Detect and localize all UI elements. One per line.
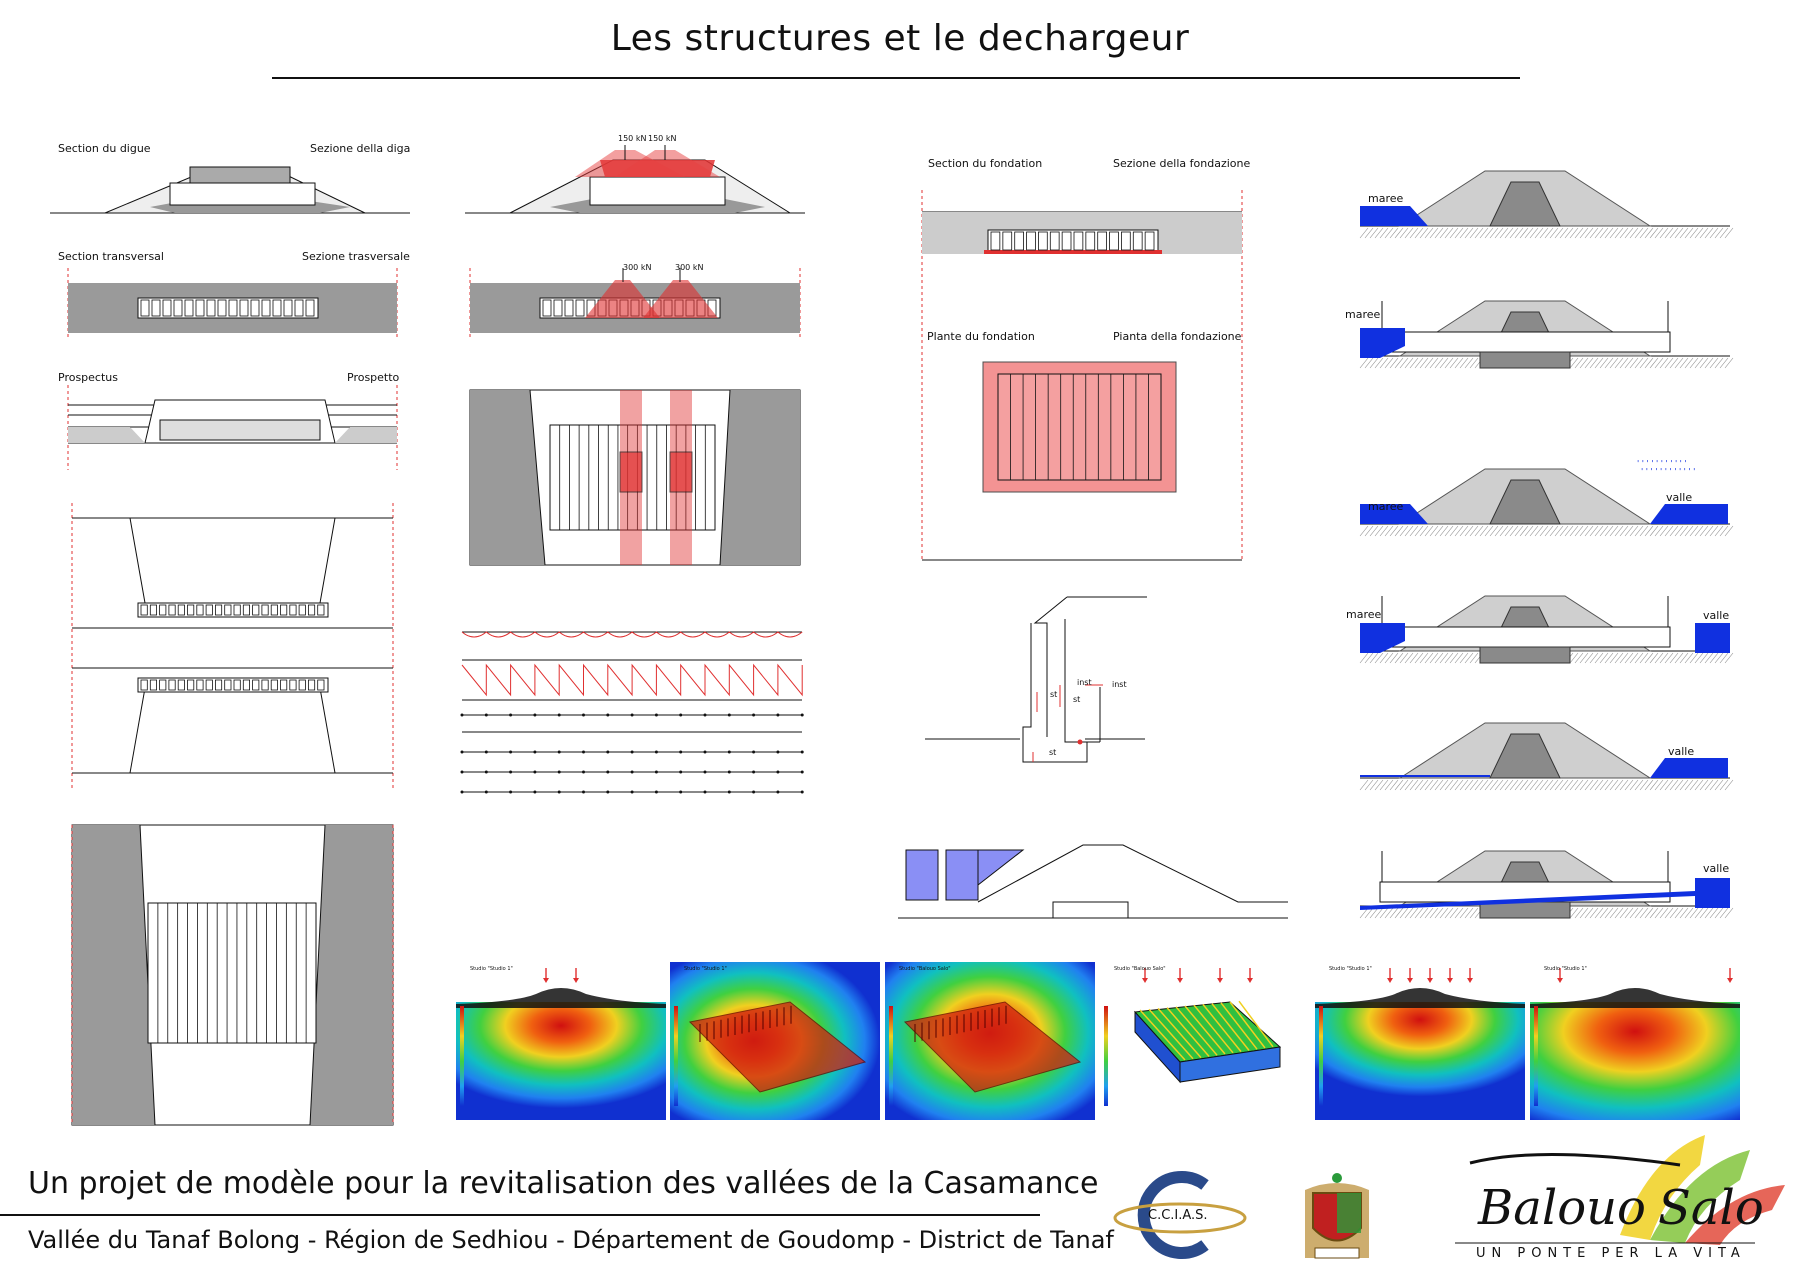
label-st-1: st — [1050, 690, 1058, 699]
cell-row — [140, 299, 315, 317]
label-prospectus-it: Prospetto — [347, 371, 400, 384]
wall-section-drawing — [925, 596, 1147, 763]
label-load-300b: 300 kN — [675, 263, 704, 272]
brand-name-left: Balouo — [1478, 1180, 1646, 1236]
ccias-text: C.C.I.A.S. — [1148, 1208, 1208, 1223]
label-st-3: st — [1049, 748, 1057, 757]
dam-scenario-6 — [1359, 850, 1734, 919]
fem-label-4: Studio "Balouo Salo" — [1114, 966, 1166, 972]
transversal-section-drawing — [67, 268, 398, 338]
dam-scenario-3 — [1359, 468, 1734, 537]
svg-text:' ' ' ' ' ' ' ' ' ' ': ' ' ' ' ' ' ' ' ' ' ' — [1637, 459, 1687, 468]
brand-tagline: UN PONTE PER LA VITA — [1476, 1246, 1746, 1261]
page-title: Les structures et le dechargeur — [610, 18, 1190, 59]
label-valle-3: valle — [1668, 745, 1695, 758]
fem-result-4 — [1100, 962, 1310, 1120]
cell-row — [990, 231, 1155, 251]
footer-location: Vallée du Tanaf Bolong - Région de Sedhi… — [28, 1226, 1114, 1254]
label-plante-fondation-fr: Plante du fondation — [927, 330, 1035, 343]
label-valle-2: valle — [1703, 609, 1730, 622]
label-valle-1: valle — [1666, 491, 1693, 504]
fem-result-6 — [1530, 962, 1740, 1120]
fem-label-6: Studio "Studio 1" — [1544, 966, 1587, 972]
rib-lines — [147, 903, 317, 1043]
label-maree-4: maree — [1346, 608, 1382, 621]
svg-text:' ' ' ' ' ' ' ' ' ' ' ': ' ' ' ' ' ' ' ' ' ' ' ' — [1641, 467, 1695, 476]
fem-label-5: Studio "Studio 1" — [1329, 966, 1372, 972]
plan-drawing-lower — [71, 824, 394, 1126]
plan-load-drawing — [469, 389, 801, 566]
fem-label-1: Studio "Studio 1" — [470, 966, 513, 972]
label-maree-3: maree — [1368, 500, 1404, 513]
label-section-digue-it: Sezione della diga — [310, 142, 411, 155]
label-section-fondation-fr: Section du fondation — [928, 157, 1043, 170]
dam-scenario-5 — [1359, 722, 1734, 791]
balouo-salo-logo — [1455, 1135, 1785, 1245]
dam-section-drawing — [50, 166, 410, 214]
transversal-load-drawing — [469, 268, 801, 338]
label-inst-2: inst — [1112, 680, 1127, 689]
dam-scenario-4 — [1359, 595, 1734, 664]
dam-load-section-drawing — [465, 145, 805, 214]
coat-of-arms-logo — [1305, 1173, 1369, 1259]
label-section-transversal-fr: Section transversal — [58, 250, 164, 263]
footer-project-title: Un projet de modèle pour la revitalisati… — [28, 1166, 1099, 1201]
cell-row — [140, 604, 325, 691]
rib-lines — [997, 374, 1162, 480]
support-markers — [460, 713, 804, 794]
label-section-transversal-it: Sezione trasversale — [302, 250, 410, 263]
dam-scenario-2 — [1359, 300, 1734, 369]
fem-result-2 — [670, 962, 880, 1120]
brand-name-right: Salo — [1658, 1180, 1764, 1236]
label-section-fondation-it: Sezione della fondazione — [1113, 157, 1251, 170]
fem-result-5 — [1315, 962, 1525, 1120]
label-load-150b: 150 kN — [648, 134, 677, 143]
label-load-300a: 300 kN — [623, 263, 652, 272]
label-inst-1: inst — [1077, 678, 1092, 687]
label-pianta-fondazione-it: Pianta della fondazione — [1113, 330, 1242, 343]
label-section-digue-fr: Section du digue — [58, 142, 151, 155]
fem-label-3: Studio "Balouo Salo" — [899, 966, 951, 972]
label-st-2: st — [1073, 695, 1081, 704]
soil-pressure-drawing — [898, 844, 1288, 919]
fem-result-3 — [885, 962, 1095, 1120]
fem-result-1 — [456, 962, 666, 1120]
rain-drops: ' ' ' ' ' ' ' ' ' ' ' ' ' ' ' ' ' ' ' ' … — [1637, 459, 1695, 476]
foundation-drawing — [921, 190, 1243, 561]
title-rule — [272, 77, 1520, 79]
footer-rule — [0, 1214, 1040, 1216]
label-load-150a: 150 kN — [618, 134, 647, 143]
label-valle-4: valle — [1703, 862, 1730, 875]
label-maree-1: maree — [1368, 192, 1404, 205]
label-maree-2: maree — [1345, 308, 1381, 321]
plan-drawing-upper — [71, 503, 394, 788]
prospectus-drawing — [67, 385, 398, 470]
ccias-logo — [1113, 1171, 1247, 1259]
beam-diagram-drawing — [460, 631, 804, 794]
label-prospectus-fr: Prospectus — [58, 371, 118, 384]
dam-scenario-1 — [1359, 170, 1734, 239]
fem-label-2: Studio "Studio 1" — [684, 966, 727, 972]
